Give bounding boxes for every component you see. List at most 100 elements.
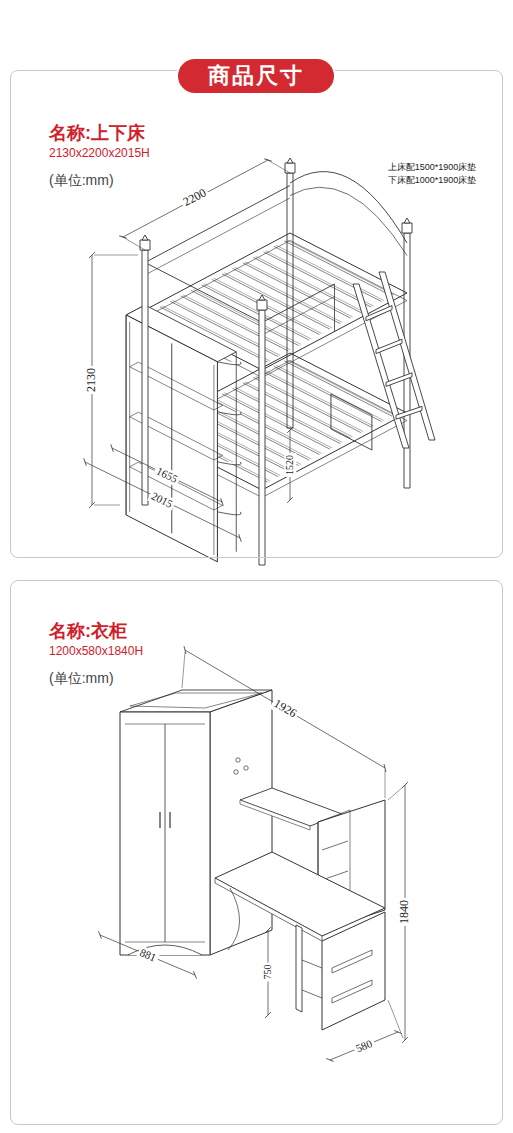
post-finial	[285, 163, 295, 173]
product-panel: 名称:衣柜1200x580x1840H(单位:mm)	[10, 580, 503, 1125]
bed-slat	[284, 361, 392, 416]
dimension-tick	[265, 1012, 271, 1018]
extension-line	[121, 236, 145, 250]
bed-slat	[274, 366, 382, 421]
door-handle	[159, 812, 160, 828]
bed-slat	[201, 285, 309, 340]
product-name: 名称:衣柜	[49, 619, 502, 643]
dimension-tick	[402, 782, 408, 788]
side-hole	[244, 766, 248, 770]
dimension-tick	[265, 927, 271, 933]
dimension-tick	[402, 1037, 408, 1043]
desk-leg	[296, 925, 302, 1012]
dimension-line	[112, 448, 222, 502]
bed-slat	[264, 372, 372, 427]
dimension-tick	[84, 458, 87, 466]
unit-note: (单位:mm)	[49, 670, 502, 688]
side-hole	[234, 770, 238, 774]
desk-slot	[332, 980, 372, 1003]
bed-slat	[222, 394, 330, 449]
dimension: 1926	[269, 696, 300, 722]
post-finial	[402, 223, 412, 233]
bed-slat	[284, 241, 392, 296]
dimension-line	[123, 160, 268, 237]
wardrobe-front	[120, 712, 210, 955]
shelf-edge	[213, 365, 214, 555]
title-text: 商品尺寸	[208, 61, 304, 91]
dimension-line	[330, 1032, 398, 1060]
dimension: 1840	[398, 898, 412, 926]
extension-line	[385, 770, 386, 798]
dimension: 2015	[148, 489, 177, 512]
corner-shelf	[217, 462, 241, 465]
ladder-rail	[353, 284, 409, 448]
product-name: 名称:上下床	[49, 121, 502, 145]
guard-rail	[147, 264, 259, 322]
dimension-tick	[111, 444, 114, 452]
dimension: 2200	[179, 185, 210, 210]
bed-slat	[222, 274, 330, 329]
corner-shelf	[217, 362, 241, 365]
bed-post	[259, 310, 265, 565]
dimension-line	[100, 935, 195, 975]
dimension-tick	[221, 498, 224, 506]
ladder-rail	[379, 272, 435, 440]
headboard-arch	[290, 187, 407, 255]
dimension: 2130	[85, 366, 99, 394]
post-finial	[259, 295, 265, 300]
bed-slat	[276, 245, 384, 300]
dimension-tick	[394, 1030, 401, 1033]
extension-line	[266, 159, 290, 173]
post-finial	[404, 218, 410, 223]
post-finial	[287, 158, 293, 163]
bed-slat	[286, 360, 394, 415]
dimension-tick	[89, 252, 95, 258]
shelf-edge	[236, 352, 237, 552]
dimension: 580	[352, 1036, 376, 1055]
bed-slat	[212, 279, 320, 334]
guard-rail	[145, 186, 290, 263]
dimension-tick	[193, 971, 196, 978]
dimension-tick	[287, 497, 293, 503]
guard-rail	[334, 284, 335, 332]
dimension-line	[85, 462, 240, 538]
dimension-tick	[89, 502, 95, 508]
desk-shelf	[302, 960, 322, 968]
door-handle	[169, 812, 170, 828]
bed-slat	[274, 246, 382, 301]
dimension-tick	[326, 1058, 333, 1061]
bed-slat	[264, 252, 372, 307]
product-panel: 名称:上下床2130x2200x2015H(单位:mm)	[10, 70, 503, 558]
corner-shelf	[217, 412, 241, 415]
bed-slat	[253, 377, 361, 432]
corner-shelf	[217, 512, 241, 515]
shelf-front	[126, 315, 217, 562]
door-bottom	[125, 942, 205, 943]
guard-rail	[262, 297, 335, 336]
bed-slat	[286, 240, 394, 295]
post-finial	[257, 300, 267, 310]
wall-shelf-edge	[240, 800, 310, 830]
title-pill: 商品尺寸	[176, 57, 336, 95]
side-hole	[236, 758, 240, 762]
shelf-edge	[129, 322, 130, 512]
door-split	[165, 724, 166, 942]
dimension: 1655	[153, 464, 182, 487]
bed-slat	[253, 257, 361, 312]
dimension-line	[185, 650, 385, 768]
guard-rail	[145, 198, 290, 275]
dimension-tick	[287, 427, 293, 433]
bunk-bed-drawing	[84, 158, 435, 565]
ladder-rung	[386, 373, 412, 387]
post-finial	[142, 235, 148, 240]
note: 下床配1000*1900床垫	[386, 175, 479, 185]
dimension: 881	[136, 945, 160, 965]
desk-slot	[332, 950, 372, 973]
extension-line	[94, 255, 138, 256]
extension-line	[388, 787, 403, 800]
wardrobe-side	[210, 690, 272, 955]
extension-line	[94, 505, 120, 506]
bed-slat	[212, 399, 320, 454]
hutch-shelf	[322, 841, 348, 850]
ladder-rung	[366, 306, 392, 321]
